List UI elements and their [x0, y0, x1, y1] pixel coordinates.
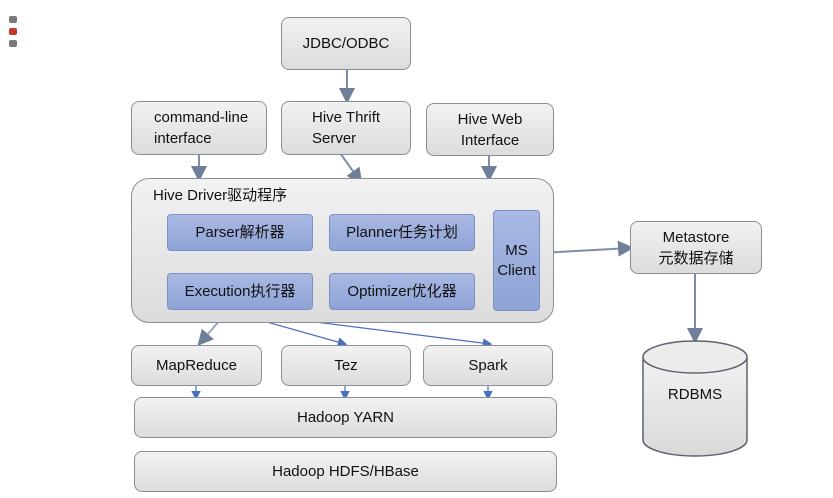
- toolbar-dot-bottom: [9, 40, 17, 47]
- arrow-msclient-metastore: [539, 240, 634, 257]
- thrift-label-line2: Server: [312, 130, 357, 147]
- optimizer-box: Optimizer优化器: [329, 273, 475, 310]
- tez-box: Tez: [281, 345, 411, 386]
- rdbms-label: RDBMS: [667, 386, 723, 403]
- planner-box: Planner任务计划: [329, 214, 475, 251]
- jdbc-odbc-box: JDBC/ODBC: [281, 17, 411, 70]
- mapreduce-box: MapReduce: [131, 345, 262, 386]
- web-label-line2: Interface: [460, 131, 520, 149]
- toolbar-dot-middle: [9, 28, 17, 35]
- hive-web-interface-box: Hive Web Interface: [426, 103, 554, 156]
- thrift-label-line1: Hive Thrift: [312, 109, 381, 126]
- cli-label-line2: interface: [154, 130, 212, 147]
- hadoop-hdfs-box: Hadoop HDFS/HBase: [134, 451, 557, 492]
- ms-client-line1: MS: [505, 241, 528, 259]
- execution-label: Execution执行器: [184, 282, 296, 300]
- spark-label: Spark: [468, 357, 508, 374]
- metastore-box: Metastore 元数据存储: [630, 221, 762, 274]
- hive-driver-title: Hive Driver驱动程序: [153, 187, 288, 204]
- arrow-thrift-driver: [339, 152, 363, 185]
- planner-label: Planner任务计划: [346, 223, 458, 241]
- optimizer-label: Optimizer优化器: [347, 282, 457, 300]
- yarn-label: Hadoop YARN: [296, 409, 394, 426]
- cli-label-line1: command-line: [154, 109, 249, 126]
- metastore-line1: Metastore: [662, 228, 730, 246]
- toolbar-dot-top: [9, 16, 17, 23]
- hadoop-yarn-box: Hadoop YARN: [134, 397, 557, 438]
- tez-label: Tez: [334, 357, 358, 374]
- mapreduce-label: MapReduce: [156, 357, 237, 374]
- ms-client-box: MS Client: [493, 210, 540, 311]
- parser-label: Parser解析器: [195, 223, 285, 241]
- command-line-box: command-line interface: [131, 101, 267, 155]
- execution-box: Execution执行器: [167, 273, 313, 310]
- spark-box: Spark: [423, 345, 553, 386]
- parser-box: Parser解析器: [167, 214, 313, 251]
- hive-thrift-server-box: Hive Thrift Server: [281, 101, 411, 155]
- web-label-line1: Hive Web: [457, 110, 523, 128]
- jdbc-odbc-label: JDBC/ODBC: [302, 35, 390, 52]
- metastore-line2: 元数据存储: [658, 249, 734, 267]
- hdfs-label: Hadoop HDFS/HBase: [272, 463, 419, 480]
- ms-client-line2: Client: [497, 261, 536, 279]
